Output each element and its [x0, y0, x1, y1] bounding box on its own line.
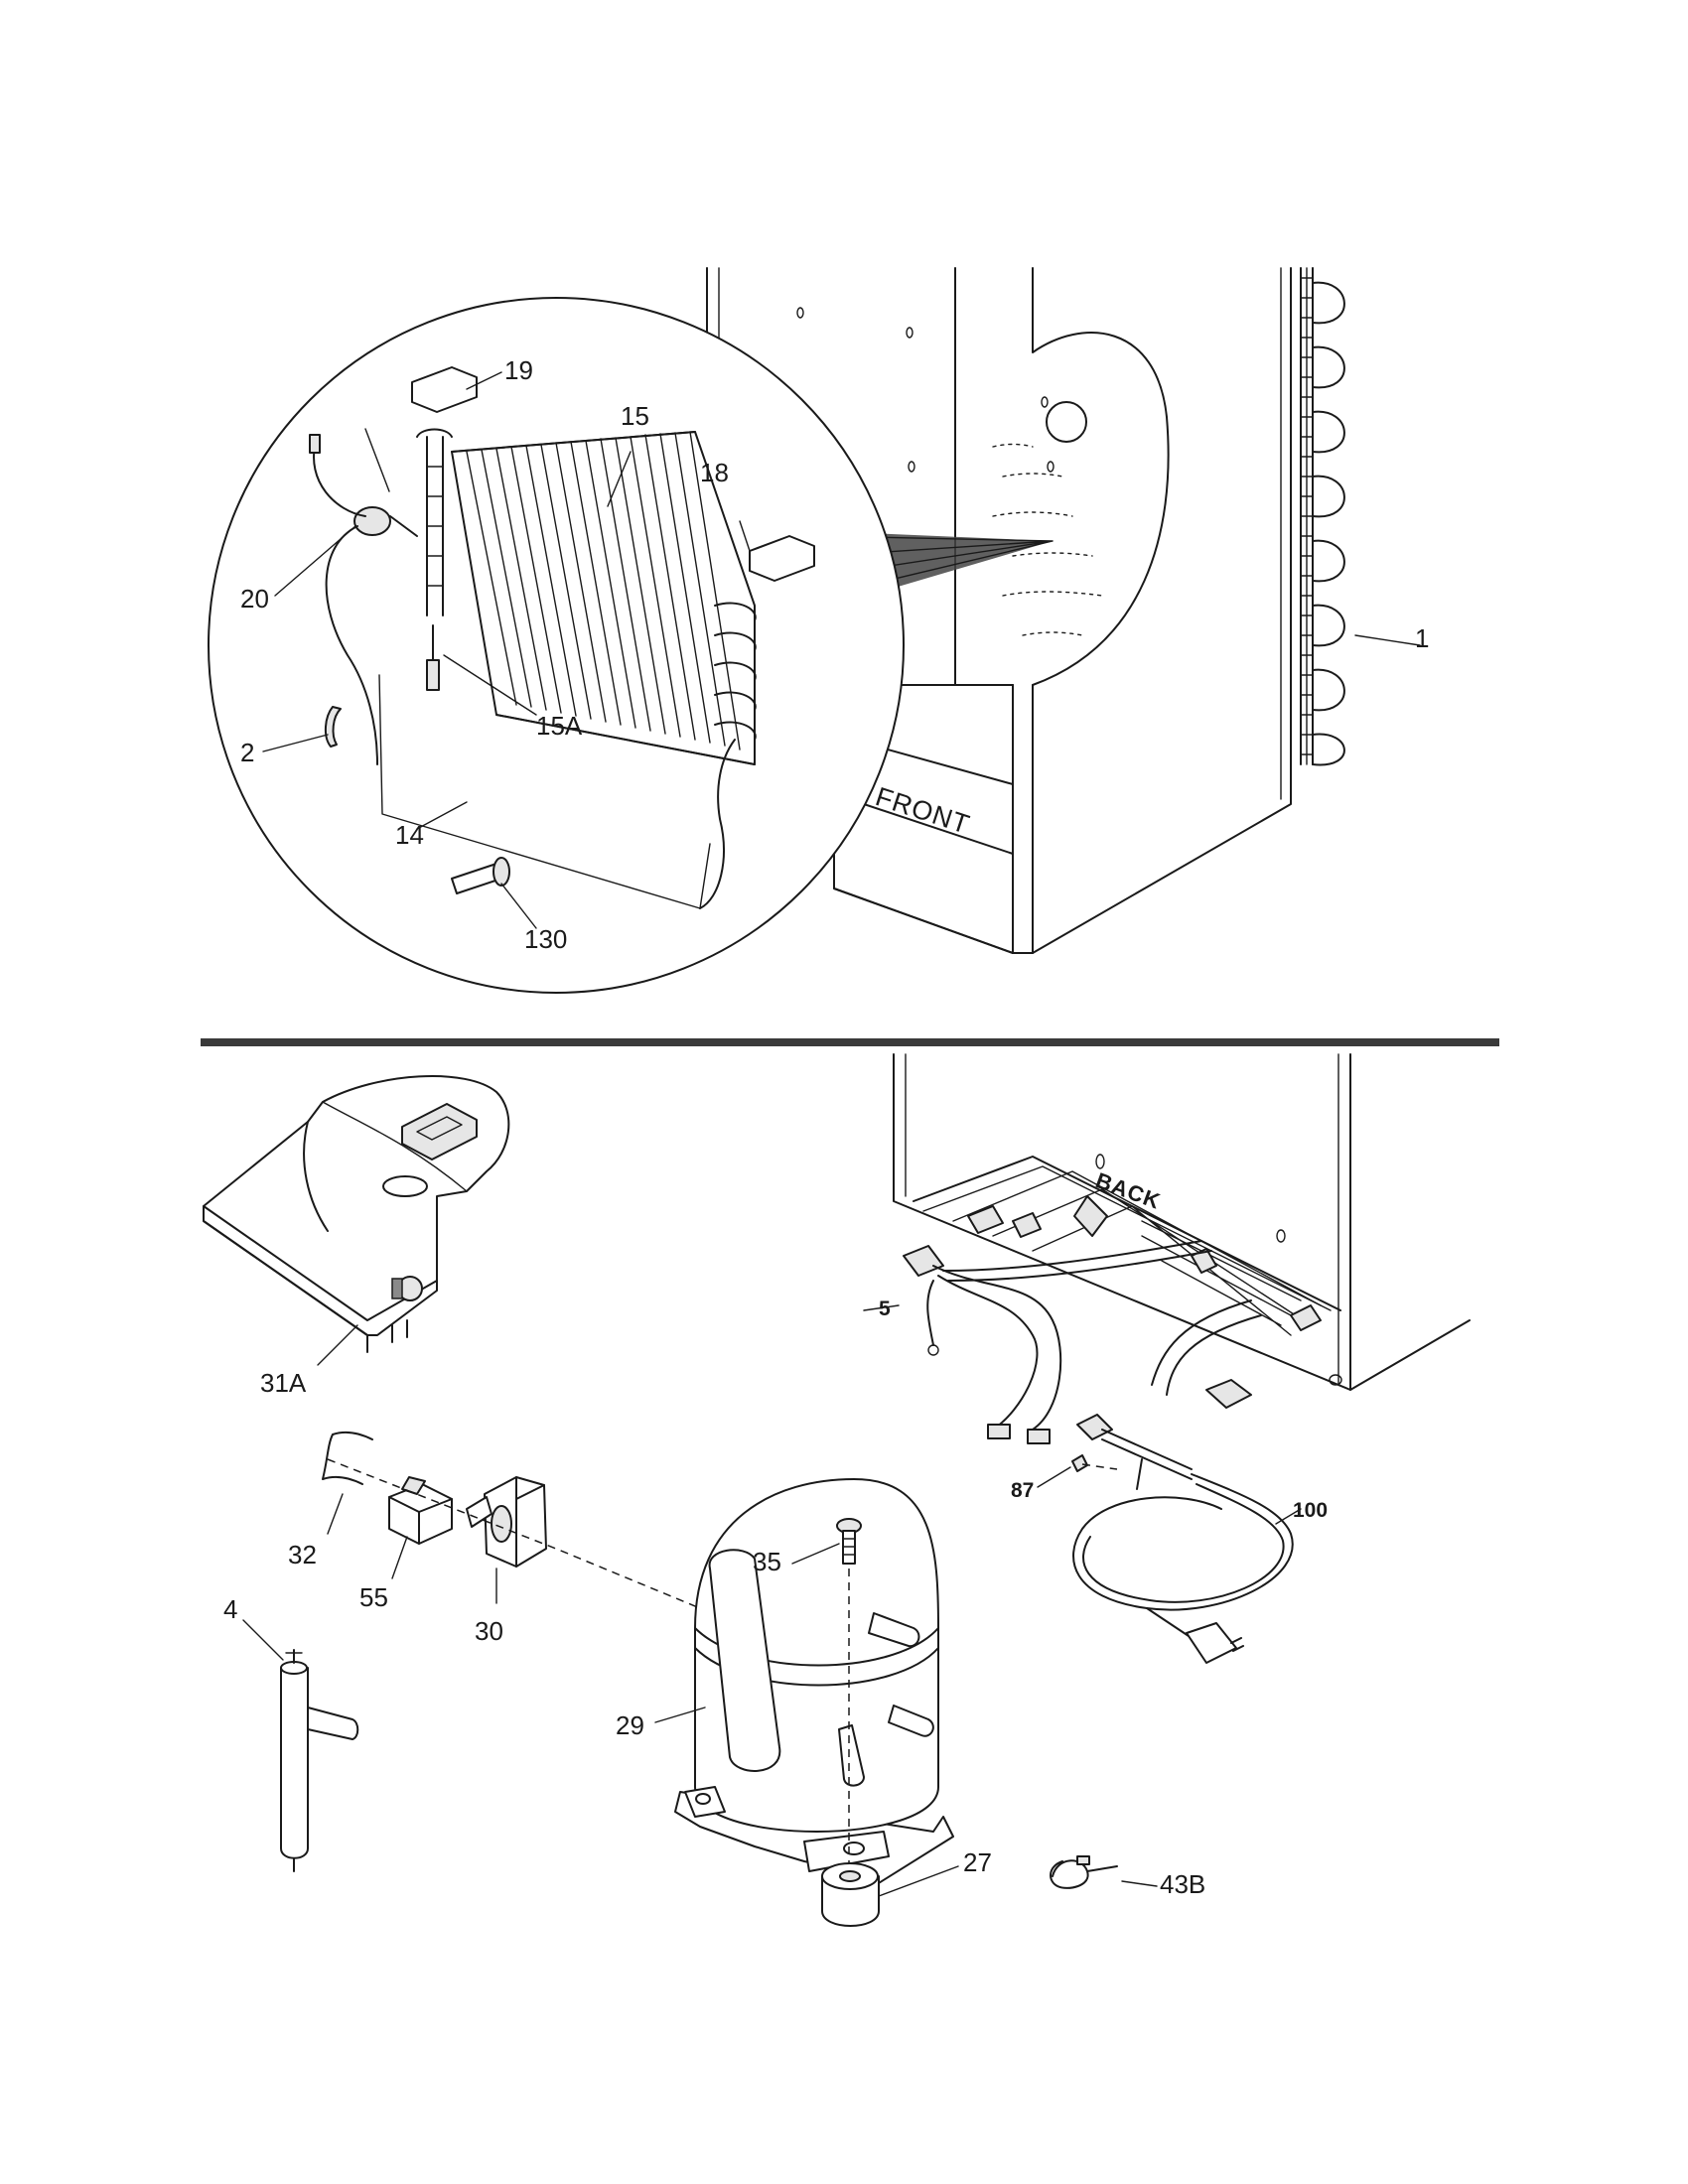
part-55-relay — [388, 1476, 453, 1545]
part-87-screw — [1071, 1454, 1118, 1472]
callout-15: 15 — [621, 401, 649, 431]
part-27-grommet — [821, 1862, 880, 1927]
part-18-shape — [749, 535, 815, 582]
part-5-wiring-harness — [903, 1240, 1262, 1444]
part-29-compressor — [674, 1478, 954, 1887]
callout-31a: 31A — [260, 1368, 307, 1398]
callout-32: 32 — [288, 1540, 317, 1570]
callout-20: 20 — [240, 584, 269, 614]
callout-43b: 43B — [1160, 1869, 1205, 1899]
part-14-tube — [378, 674, 711, 909]
callout-130: 130 — [524, 924, 567, 954]
condenser-coil — [1300, 267, 1345, 766]
part-43b-clip — [1050, 1855, 1118, 1889]
part-32-cover — [322, 1431, 373, 1485]
callout-29: 29 — [616, 1710, 644, 1740]
section-divider — [201, 1038, 1499, 1046]
callout-5: 5 — [879, 1297, 891, 1320]
callout-2: 2 — [240, 738, 254, 767]
callout-19: 19 — [504, 355, 533, 385]
callout-4: 4 — [223, 1594, 237, 1624]
leader-lines-top — [262, 371, 1421, 929]
callout-87: 87 — [1011, 1479, 1034, 1502]
part-31a-drain-pan — [203, 1074, 510, 1353]
part-130-bolt — [451, 857, 510, 894]
part-2-clip — [325, 706, 342, 748]
part-4-drier — [280, 1649, 359, 1872]
part-100-power-cord — [1072, 1414, 1294, 1664]
callout-18: 18 — [700, 458, 729, 487]
callout-100: 100 — [1293, 1499, 1328, 1522]
callout-35: 35 — [753, 1547, 781, 1576]
callout-30: 30 — [475, 1616, 503, 1646]
part-30-overload — [466, 1476, 547, 1568]
part-20-thermostat — [309, 434, 418, 765]
assembly-dash-line — [327, 1458, 701, 1609]
callout-14: 14 — [395, 820, 424, 850]
part-19-shape — [411, 366, 478, 413]
callout-1: 1 — [1415, 623, 1429, 653]
callout-15a: 15A — [536, 711, 583, 741]
part-35-screw — [836, 1518, 862, 1886]
front-label: FRONT — [872, 781, 973, 840]
cabinet-back-view — [893, 1053, 1471, 1391]
evaporator-assembly — [416, 428, 757, 765]
callout-55: 55 — [359, 1582, 388, 1612]
callout-27: 27 — [963, 1847, 992, 1877]
